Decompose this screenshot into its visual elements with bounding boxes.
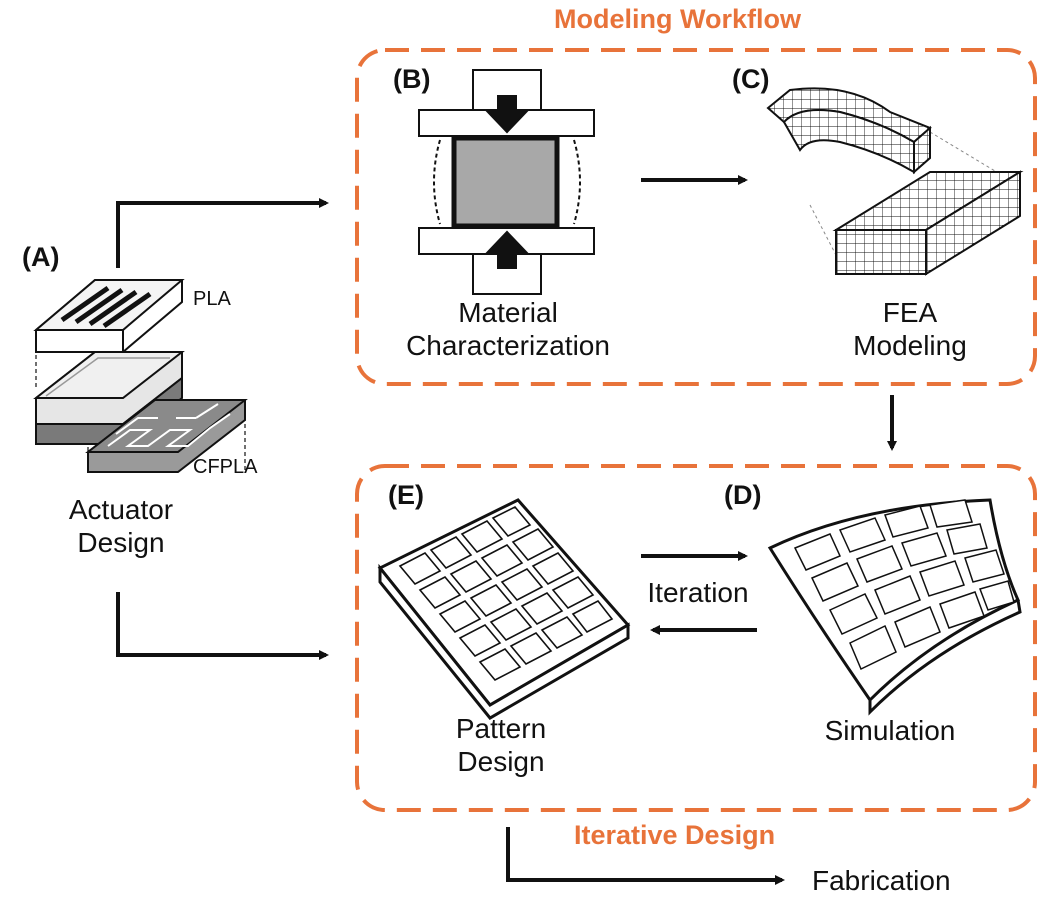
cfpla-layer-label: CFPLA bbox=[193, 456, 258, 478]
panel-d-tag: (D) bbox=[724, 480, 762, 510]
panel-a-tag: (A) bbox=[22, 242, 60, 272]
fabrication-label: Fabrication bbox=[812, 865, 951, 896]
modeling-workflow-title: Modeling Workflow bbox=[554, 4, 801, 34]
connectors bbox=[116, 175, 897, 885]
pattern-design-label: Pattern Design bbox=[426, 712, 576, 778]
fea-mesh-illustration bbox=[766, 87, 1024, 276]
iterative-design-box bbox=[355, 464, 1037, 812]
panel-e-tag: (E) bbox=[388, 480, 424, 510]
material-characterization-label-line2: Characterization bbox=[406, 330, 610, 361]
arrow-a-to-modeling bbox=[116, 198, 329, 268]
fea-modeling-label-line1: FEA bbox=[882, 297, 938, 328]
iterative-design-title: Iterative Design bbox=[574, 820, 776, 850]
pattern-design-label-line2: Design bbox=[457, 746, 545, 777]
actuator-illustration bbox=[33, 279, 248, 473]
material-characterization-label-line1: Material bbox=[458, 297, 558, 328]
actuator-design-label: Actuator Design bbox=[46, 493, 196, 559]
pla-layer-label: PLA bbox=[193, 288, 231, 310]
pattern-panel-illustration bbox=[377, 498, 631, 720]
material-characterization-label: Material Characterization bbox=[380, 296, 636, 362]
pattern-design-label-line1: Pattern bbox=[455, 713, 547, 744]
compression-test-illustration bbox=[418, 69, 595, 295]
panel-b-tag: (B) bbox=[393, 64, 431, 94]
arrow-to-fabrication bbox=[506, 827, 785, 885]
simulation-label: Simulation bbox=[824, 715, 956, 746]
actuator-design-label-line1: Actuator bbox=[68, 494, 174, 525]
simulated-panel-illustration bbox=[767, 498, 1022, 716]
modeling-workflow-box bbox=[355, 48, 1037, 386]
panel-c-tag: (C) bbox=[732, 64, 770, 94]
fea-modeling-label-line2: Modeling bbox=[853, 330, 967, 361]
actuator-design-label-line2: Design bbox=[77, 527, 165, 558]
iteration-label: Iteration bbox=[647, 577, 749, 608]
fea-modeling-label: FEA Modeling bbox=[830, 296, 990, 362]
arrow-a-to-iterative bbox=[116, 592, 329, 660]
